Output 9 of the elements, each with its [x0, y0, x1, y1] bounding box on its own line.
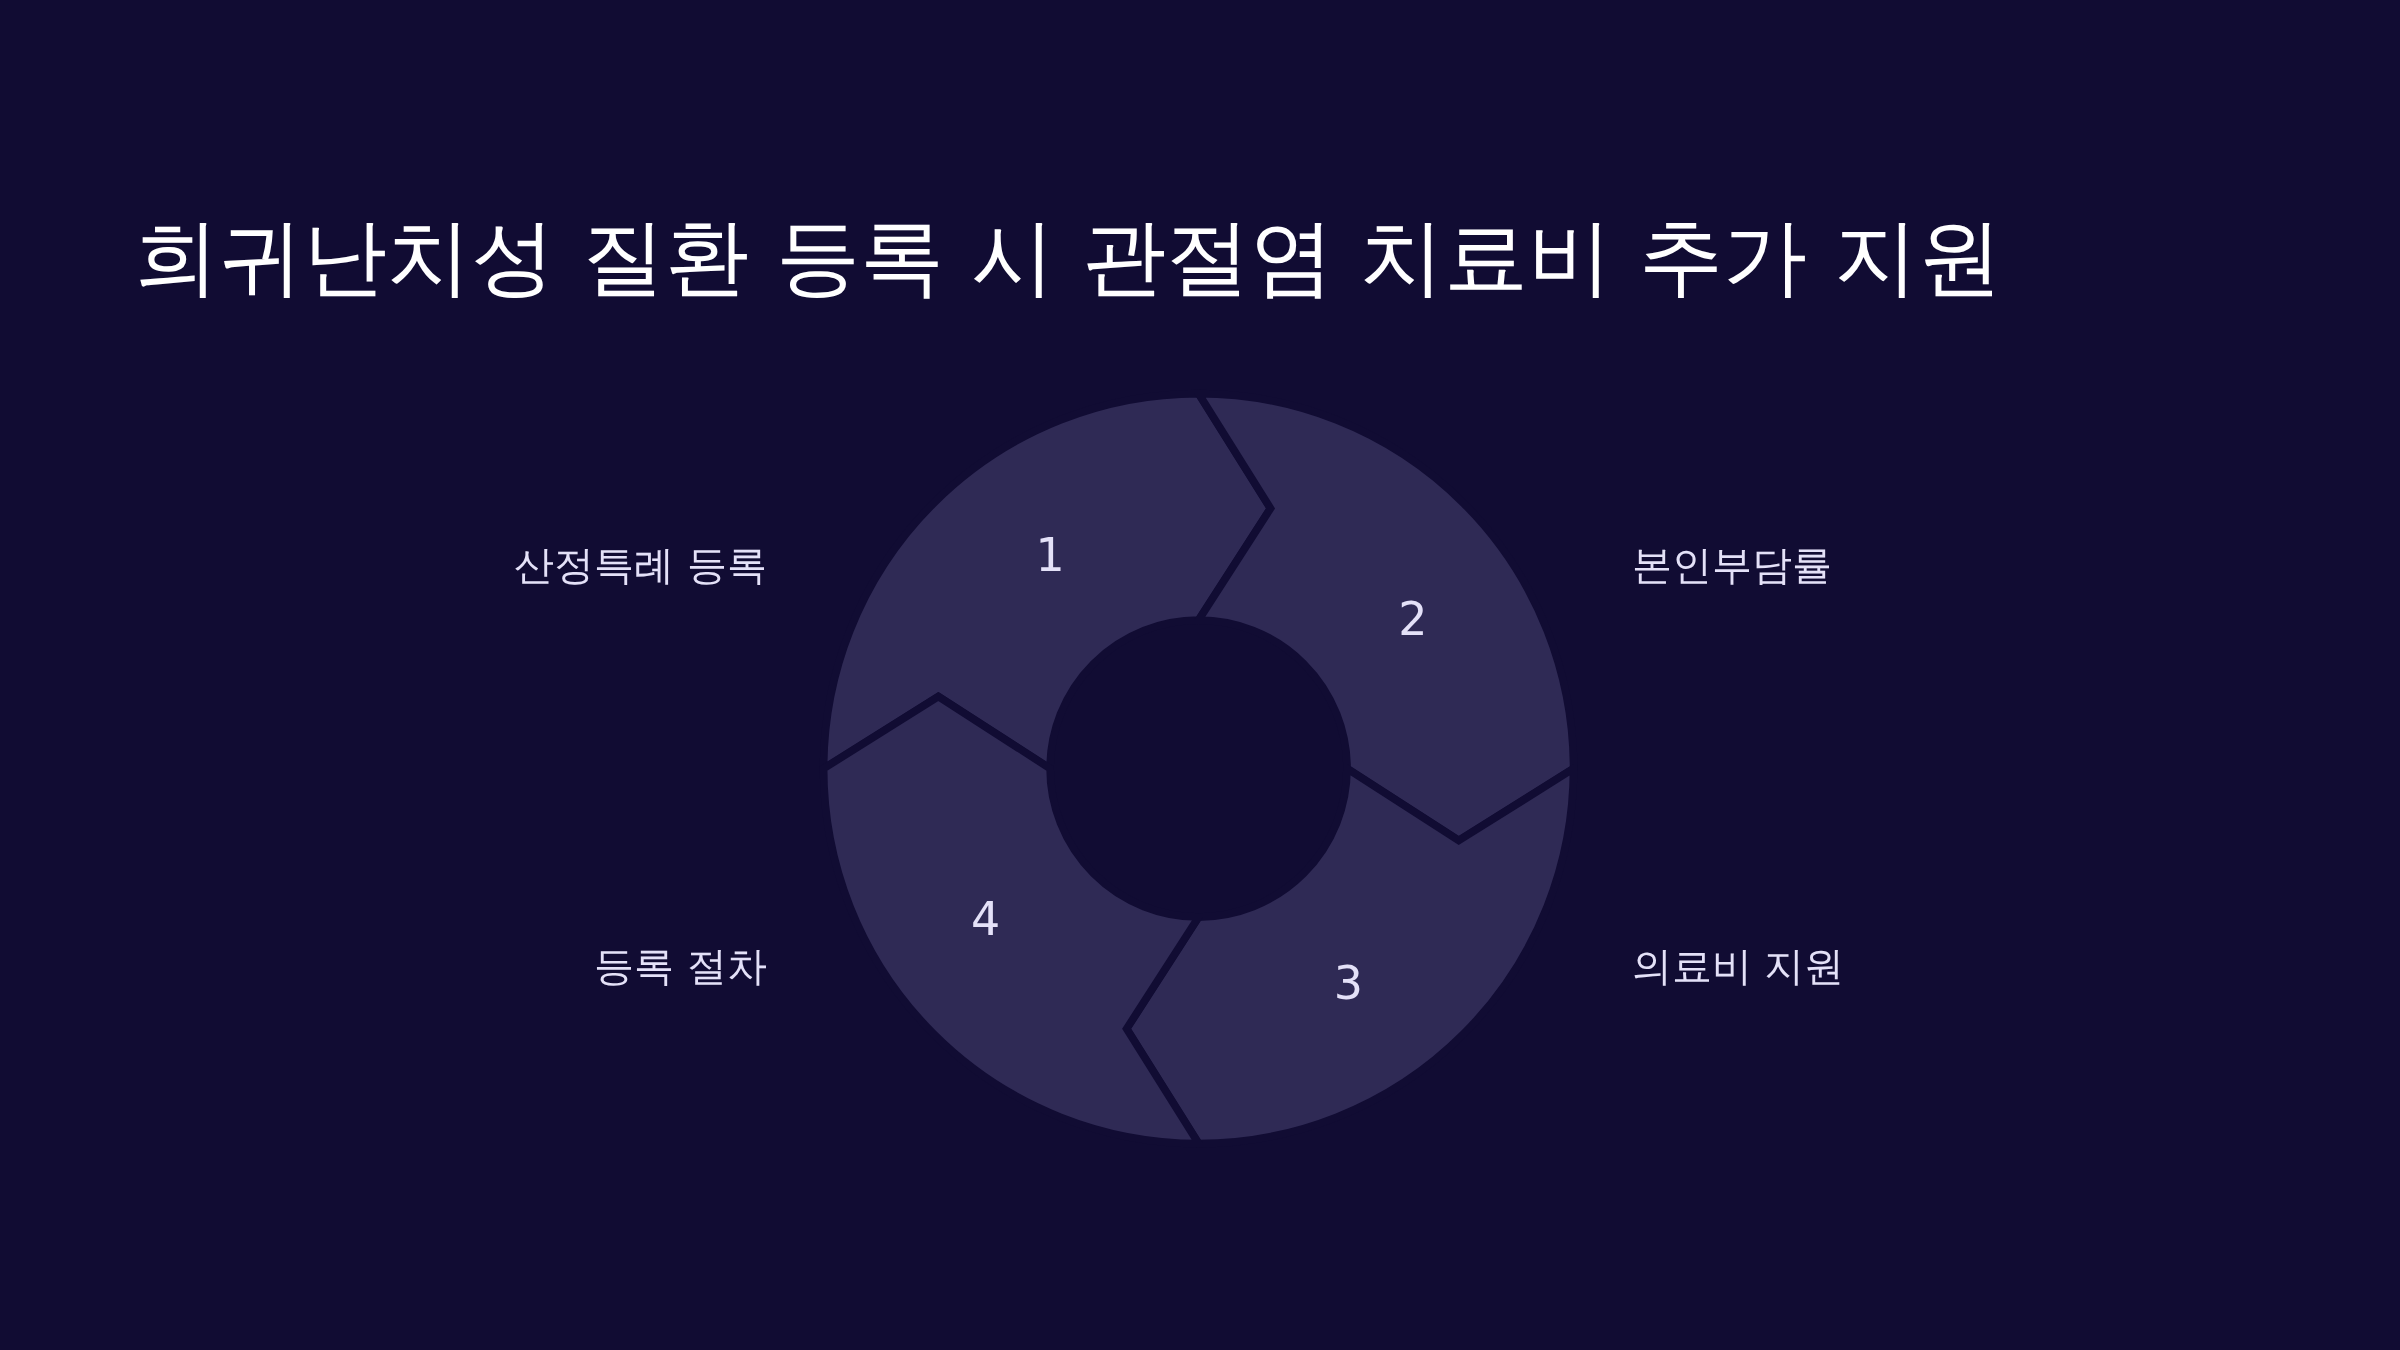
- segment-label: 등록 절차: [594, 943, 767, 992]
- segment-label: 산정특례 등록: [514, 542, 767, 591]
- step-number: 4: [971, 896, 1001, 943]
- step-number: 2: [1398, 596, 1428, 643]
- segment-label: 의료비 지원: [1631, 943, 1845, 992]
- title: 희귀난치성 질환 등록 시 관절염 치료비 추가 지원: [134, 206, 2002, 308]
- step-number: 1: [1035, 532, 1065, 579]
- step-number: 3: [1333, 961, 1364, 1008]
- segment-label: 본인부담률: [1631, 542, 1832, 591]
